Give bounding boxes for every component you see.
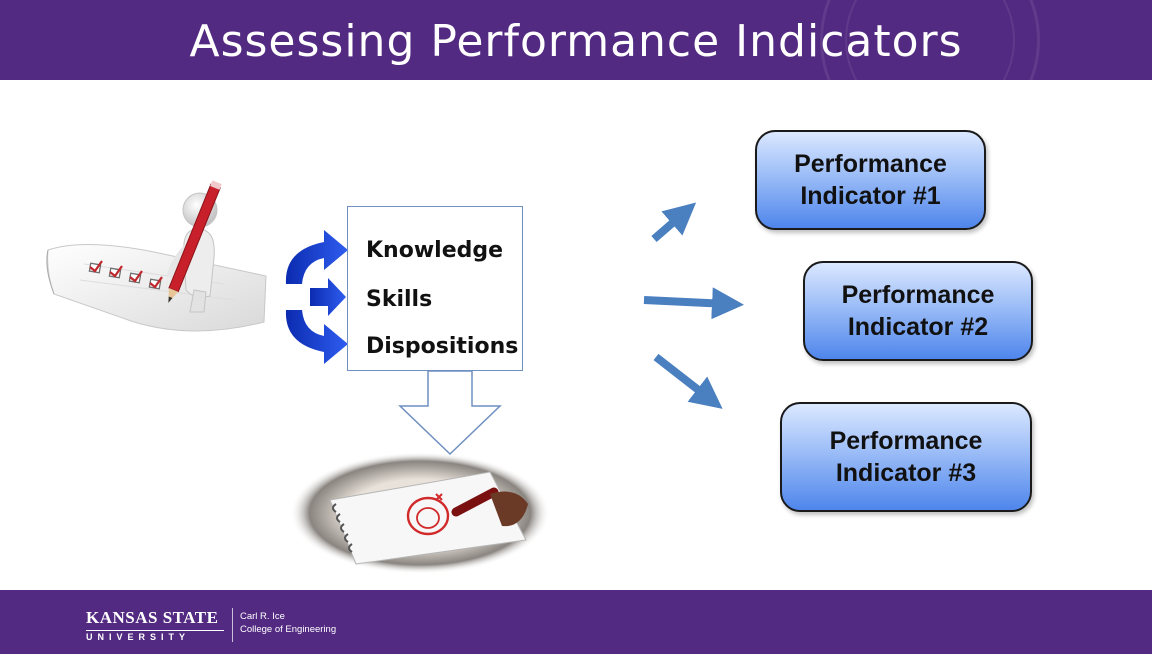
down-arrow-icon <box>398 370 502 456</box>
indicator-2-line1: Performance <box>841 281 995 309</box>
skills-label: Skills <box>366 287 433 312</box>
logo-divider <box>232 608 233 642</box>
knowledge-label: Knowledge <box>366 238 504 263</box>
slide-title: Assessing Performance Indicators <box>189 16 963 67</box>
dispositions-label: Dispositions <box>366 334 519 359</box>
college-name: Carl R. Ice College of Engineering <box>240 610 336 636</box>
seal-watermark-icon <box>820 0 1040 80</box>
performance-indicator-2: Performance Indicator #2 <box>803 261 1033 361</box>
performance-indicator-1: Performance Indicator #1 <box>755 130 986 230</box>
college-line-2: College of Engineering <box>240 624 337 635</box>
seal-watermark-inner <box>845 0 1015 80</box>
right-arrows-group <box>643 202 744 409</box>
curved-arrows-icon <box>285 230 348 364</box>
indicator-3-line2: Indicator #3 <box>835 459 977 487</box>
grading-paper-icon <box>290 452 550 574</box>
person-checklist-icon <box>46 180 267 332</box>
indicator-1-line1: Performance <box>794 150 947 178</box>
indicator-3-line1: Performance <box>829 427 983 455</box>
university-name: Kansas State <box>86 608 236 631</box>
college-line-1: Carl R. Ice <box>240 611 285 622</box>
arrow-down-right-icon <box>653 353 723 409</box>
indicator-2-line2: Indicator #2 <box>847 313 989 341</box>
footer-bar: Kansas State UNIVERSITY Carl R. Ice Coll… <box>0 590 1152 654</box>
ksd-box <box>347 206 523 371</box>
university-subtitle: UNIVERSITY <box>86 632 191 642</box>
performance-indicator-3: Performance Indicator #3 <box>780 402 1032 512</box>
arrow-right-icon <box>643 287 744 320</box>
indicator-1-line2: Indicator #1 <box>800 182 941 210</box>
arrow-up-right-icon <box>651 202 697 243</box>
header-bar: Assessing Performance Indicators <box>0 0 1152 80</box>
